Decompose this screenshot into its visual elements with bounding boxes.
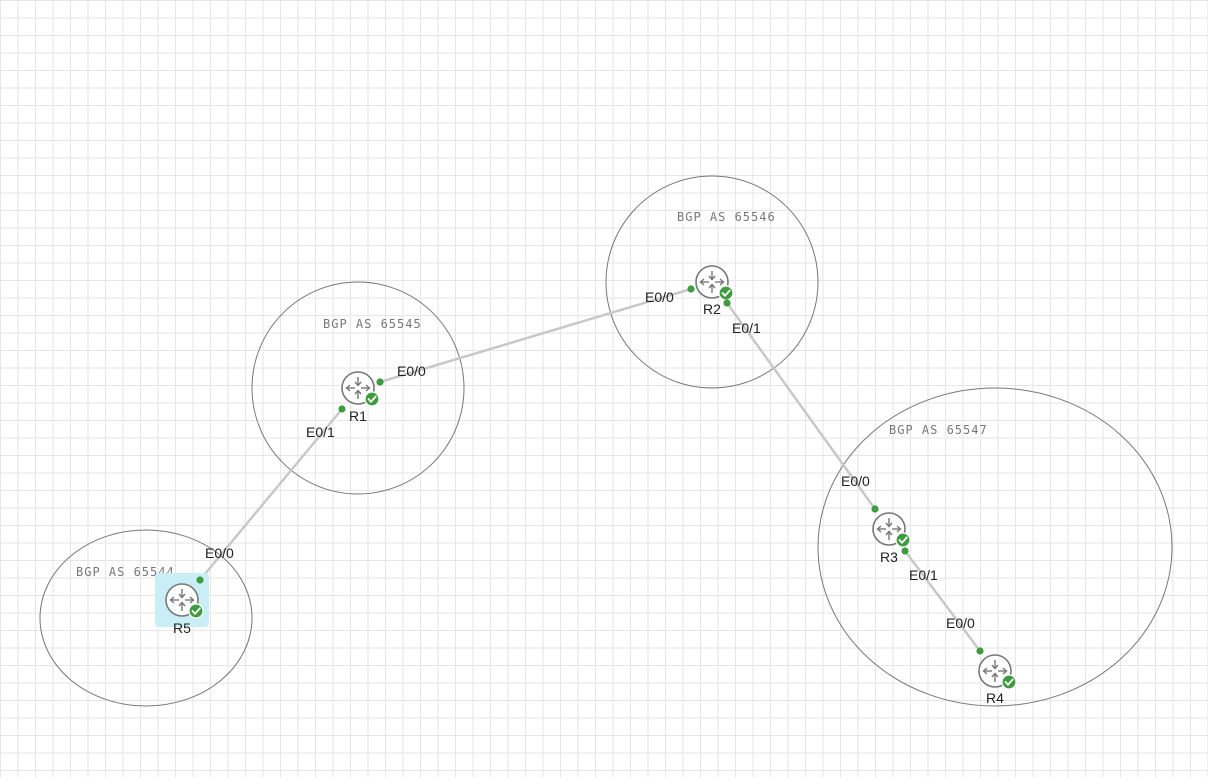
link-r1-r5[interactable] <box>199 408 343 581</box>
port-label-r3: E0/1 <box>909 567 938 583</box>
port-dot-r1[interactable] <box>338 405 346 413</box>
bgp-area-as65544[interactable]: BGP AS 65544 <box>39 529 253 707</box>
port-dot-r1[interactable] <box>376 378 384 386</box>
running-check-icon <box>188 603 204 619</box>
port-label-r1: E0/1 <box>306 424 335 440</box>
area-label: BGP AS 65547 <box>889 423 988 437</box>
port-dot-r3[interactable] <box>871 505 879 513</box>
port-label-r3: E0/0 <box>841 473 870 489</box>
router-node-r2[interactable]: R2 <box>695 265 734 317</box>
port-dot-r2[interactable] <box>687 285 695 293</box>
running-check-icon <box>718 285 734 301</box>
router-node-r3[interactable]: R3 <box>872 512 911 565</box>
port-label-r5: E0/0 <box>205 545 234 561</box>
area-label: BGP AS 65544 <box>76 565 175 579</box>
area-boundary[interactable] <box>251 281 465 495</box>
node-label: R2 <box>703 301 721 317</box>
node-label: R4 <box>986 690 1004 706</box>
area-label: BGP AS 65546 <box>677 210 776 224</box>
port-dot-r5[interactable] <box>196 576 204 584</box>
area-boundary[interactable] <box>39 529 253 707</box>
port-label-r4: E0/0 <box>946 615 975 631</box>
running-check-icon <box>895 532 911 548</box>
link-r1-r2[interactable] <box>379 287 692 384</box>
bgp-area-as65546[interactable]: BGP AS 65546 <box>605 175 819 389</box>
link-r3-r4[interactable] <box>904 550 981 652</box>
node-label: R1 <box>349 408 367 424</box>
port-dot-r4[interactable] <box>976 647 984 655</box>
port-label-r2: E0/0 <box>645 289 674 305</box>
area-boundary[interactable] <box>817 387 1173 707</box>
bgp-area-as65547[interactable]: BGP AS 65547 <box>817 387 1173 707</box>
running-check-icon <box>1001 674 1017 690</box>
router-node-r1[interactable]: R1 <box>341 371 380 424</box>
router-node-r5[interactable]: R5 <box>155 573 209 636</box>
port-label-r2: E0/1 <box>732 320 761 336</box>
node-label: R3 <box>880 549 898 565</box>
link-r2-r3[interactable] <box>725 302 877 510</box>
bgp-area-as65545[interactable]: BGP AS 65545 <box>251 281 465 495</box>
running-check-icon <box>364 391 380 407</box>
node-label: R5 <box>173 620 191 636</box>
area-label: BGP AS 65545 <box>323 317 422 331</box>
port-dot-r3[interactable] <box>901 547 909 555</box>
area-boundary[interactable] <box>605 175 819 389</box>
port-dot-r2[interactable] <box>723 299 731 307</box>
port-label-r1: E0/0 <box>397 363 426 379</box>
router-node-r4[interactable]: R4 <box>978 654 1017 706</box>
